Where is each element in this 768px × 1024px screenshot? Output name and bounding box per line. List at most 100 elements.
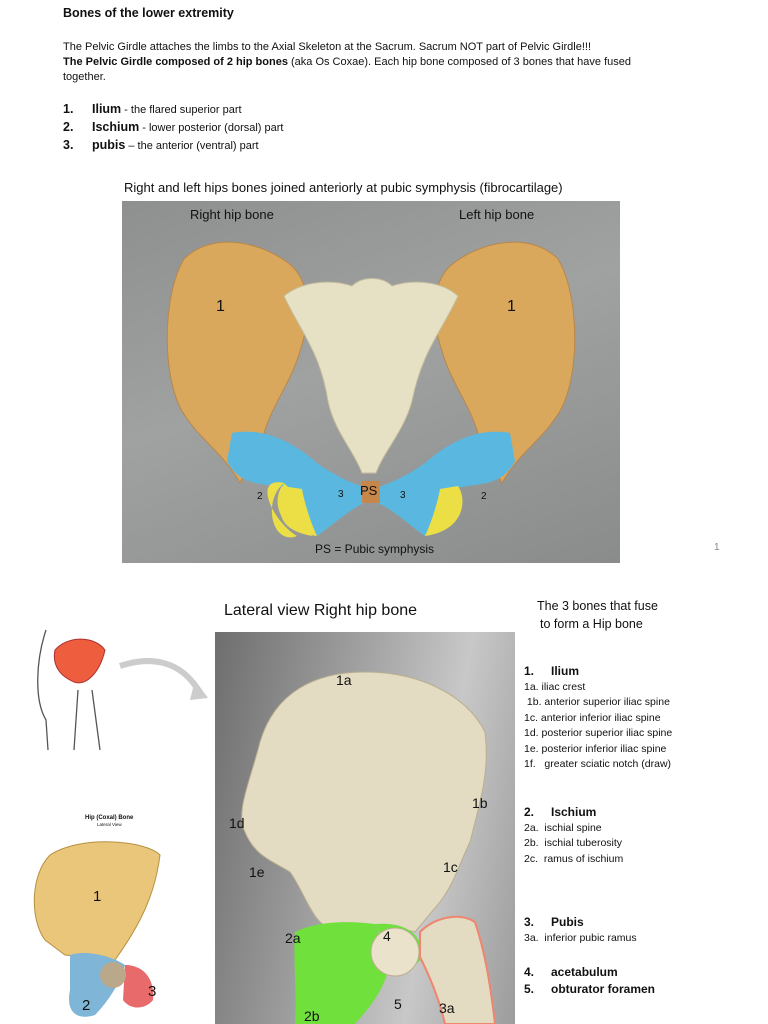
page-number: 1: [714, 542, 720, 553]
ilium-heading: 1. Ilium: [524, 664, 672, 680]
arrow-head: [190, 680, 208, 700]
list-desc: - the flared superior part: [124, 104, 242, 116]
coxal-title: Hip (Coxal) Bone: [85, 815, 134, 821]
acetabulum-heading: 4. acetabulum: [524, 964, 655, 981]
lateral-hip-shapes: [241, 671, 497, 1024]
side-heading-line-1: The 3 bones that fuse: [537, 599, 658, 613]
acetabulum-num: 4.: [524, 965, 535, 979]
label-1a: 1a: [336, 672, 352, 688]
intro-line-2: The Pelvic Girdle composed of 2 hip bone…: [63, 55, 663, 85]
list-term: Ischium: [92, 120, 140, 134]
label-2b: 2b: [304, 1008, 320, 1024]
arrow-shaft: [119, 658, 201, 692]
figure1-footer: PS = Pubic symphysis: [315, 542, 435, 556]
ilium-body-shape: [241, 671, 487, 933]
label-1e: 1e: [249, 864, 265, 880]
ischium-num: 2.: [524, 805, 535, 819]
list-item: 1d. posterior superior iliac spine: [524, 727, 673, 739]
list-num: 1.: [63, 102, 74, 116]
ischium-name: Ischium: [551, 805, 597, 819]
list-item: 2b. ischial tuberosity: [524, 837, 623, 849]
ps-label: PS: [360, 483, 378, 498]
side-heading-line-2: to form a Hip bone: [540, 617, 643, 631]
bones-list: 1. Ilium- the flared superior part 2. Isch…: [63, 102, 283, 156]
list-desc: - lower posterior (dorsal) part: [142, 122, 284, 134]
right-hip-label: Right hip bone: [190, 207, 274, 222]
label-1d: 1d: [229, 815, 245, 831]
list-item: 1e. posterior inferior iliac spine: [524, 742, 667, 755]
list-item: 1a. iliac crest: [524, 680, 586, 693]
obturator-name: obturator foramen: [551, 982, 656, 996]
ischium-label-right: 2: [257, 491, 263, 502]
ilium-name: Ilium: [551, 664, 580, 678]
list-item: 1. Ilium- the flared superior part: [63, 102, 283, 120]
coxal-ilium: [33, 841, 161, 961]
pubis-num: 3.: [524, 915, 535, 929]
pubis-list: 3. Pubis 3a. inferior pubic ramus: [524, 915, 637, 946]
list-desc: – the anterior (ventral) part: [128, 140, 259, 152]
ischium-list: 2. Ischium 2a. ischial spine 2b. ischial …: [524, 805, 623, 867]
acetabulum-name: acetabulum: [551, 965, 618, 979]
ilium-right-shape: [166, 241, 308, 485]
label-4: 4: [383, 928, 391, 944]
intro-line-2-rest: (aka Os Coxae). Each hip bone composed o…: [63, 56, 631, 83]
page-title: Bones of the lower extremity: [63, 6, 234, 20]
list-num: 2.: [63, 120, 74, 134]
list-item: 1f. greater sciatic notch (draw): [524, 758, 672, 770]
coxal-subtitle: Lateral View: [97, 822, 122, 827]
ischium-left-shape: [425, 486, 463, 536]
obturator-heading: 5. obturator foramen: [524, 981, 655, 998]
obturator-num: 5.: [524, 982, 535, 996]
coxal-label-1: 1: [93, 888, 102, 905]
figure1-caption: Right and left hips bones joined anterio…: [124, 180, 563, 195]
coxal-label-3: 3: [148, 983, 157, 1000]
list-item: 3a. inferior pubic ramus: [524, 931, 637, 944]
label-1b: 1b: [472, 795, 488, 811]
symphysis-shape: [362, 481, 380, 503]
list-term: pubis: [92, 138, 126, 152]
leg-outline: [37, 629, 101, 751]
pelvis-illustration: [166, 241, 576, 538]
label-3a: 3a: [439, 1000, 455, 1016]
list-item: 2. Ischium- lower posterior (dorsal) part: [63, 120, 283, 138]
other-structures-list: 4. acetabulum 5. obturator foramen: [524, 964, 655, 998]
pubis-left-shape: [370, 431, 515, 536]
coxal-pubis: [123, 965, 154, 1008]
pubis-name: Pubis: [551, 915, 584, 929]
hip-silhouette-illustration: [37, 629, 208, 751]
figure2-title: Lateral view Right hip bone: [224, 602, 418, 619]
side-heading: The 3 bones that fuse to form a Hip bone: [537, 597, 658, 633]
ilium-label-right: 1: [216, 298, 225, 315]
left-hip-label: Left hip bone: [459, 207, 535, 222]
list-num: 3.: [63, 138, 74, 152]
list-item: 3. pubis– the anterior (ventral) part: [63, 138, 283, 156]
intro-line-1: The Pelvic Girdle attaches the limbs to …: [63, 41, 592, 53]
pubis-right-shape: [227, 431, 372, 536]
intro-line-2-bold: The Pelvic Girdle composed of 2 hip bone…: [63, 56, 288, 68]
pelvis-photo: Right hip bone Left hip bone 1 1 2 2 3 3…: [122, 201, 620, 563]
ilium-list: 1. Ilium 1a. iliac crest 1b. anterior sup…: [524, 664, 672, 773]
ischium-green-shape: [294, 922, 390, 1024]
coxal-acetabulum: [100, 962, 126, 988]
list-item: 2a. ischial spine: [524, 821, 602, 834]
list-item: 1b. anterior superior iliac spine: [524, 696, 670, 708]
coxal-shapes: [33, 841, 161, 1017]
acetabulum-circle: [370, 927, 420, 977]
hip-highlight: [53, 638, 106, 684]
coxal-label-2: 2: [82, 997, 91, 1014]
lateral-hip-photo: 1a 1b 1c 1d 1e 2a 2b 4 5 3a: [215, 632, 515, 1024]
list-term: Ilium: [92, 102, 122, 116]
ischium-label-left: 2: [481, 491, 487, 502]
pubis-label-right: 3: [338, 489, 344, 500]
list-item: 1c. anterior inferior iliac spine: [524, 711, 661, 724]
pubis-heading: 3. Pubis: [524, 915, 637, 931]
label-5: 5: [394, 996, 402, 1012]
pubis-label-left: 3: [400, 490, 406, 501]
coxal-diagram: Hip (Coxal) Bone Lateral View 1 2 3: [25, 815, 175, 1024]
ilium-num: 1.: [524, 664, 535, 678]
ilium-label-left: 1: [507, 298, 516, 315]
sacrum-shape: [283, 278, 459, 474]
ischium-heading: 2. Ischium: [524, 805, 623, 821]
ischium-right-shape-2: [277, 486, 317, 536]
label-2a: 2a: [285, 930, 301, 946]
